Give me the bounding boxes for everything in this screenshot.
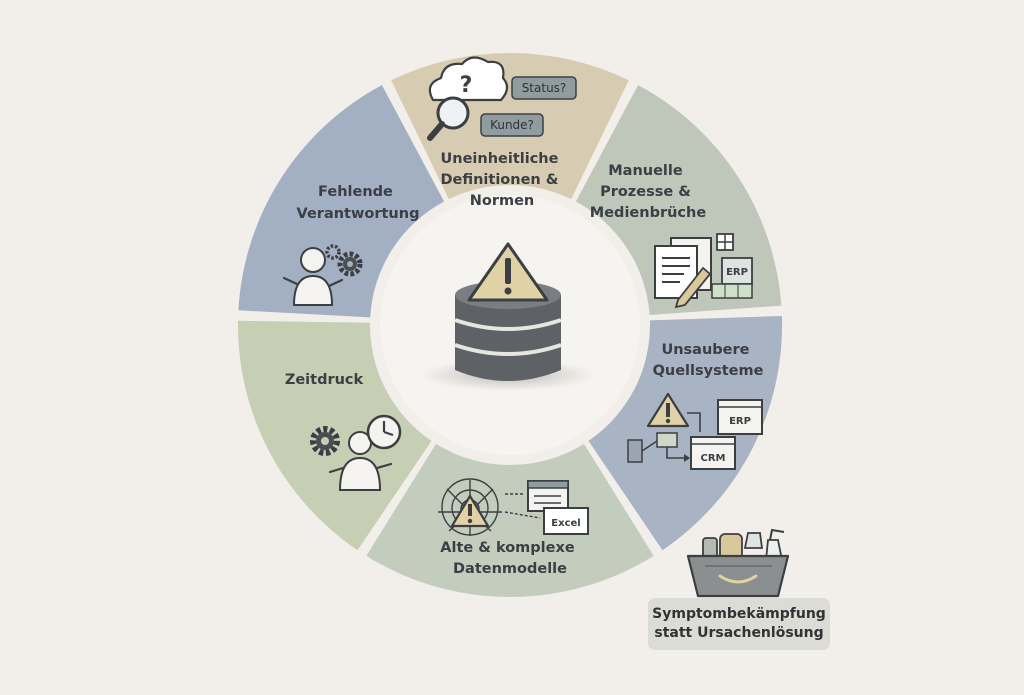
- flow-connector-icon: [627, 412, 701, 463]
- label-datamodels: Alte & komplexe Datenmodelle: [440, 540, 579, 577]
- label-sources: Unsaubere Quellsysteme: [653, 342, 764, 379]
- table-window-icon: [504, 480, 569, 519]
- label-manual-line-1: Manuelle: [608, 163, 683, 179]
- segment-responsibility: [238, 85, 445, 318]
- crm-label: CRM: [701, 453, 726, 464]
- label-sources-line-2: Quellsysteme: [653, 363, 764, 379]
- gear-icon: [310, 426, 340, 456]
- status-bubble: Status?: [511, 76, 577, 100]
- center-database: [420, 242, 596, 391]
- caption-line-1: Symptombekämpfung: [652, 606, 826, 622]
- label-definitions-line-2: Definitionen &: [440, 172, 558, 188]
- erp-window-icon: ERP: [717, 399, 763, 435]
- warning-triangle-icon: [467, 242, 549, 302]
- question-mark: ?: [460, 73, 473, 98]
- label-manual-line-3: Medienbrüche: [590, 205, 707, 221]
- crm-window-icon: CRM: [690, 436, 736, 470]
- erp-label-manual: ERP: [726, 267, 748, 278]
- magnifier-icon: [427, 96, 470, 141]
- label-manual-line-2: Prozesse &: [600, 184, 691, 200]
- label-responsibility: Fehlende Verantwortung: [297, 184, 420, 222]
- caption-line-2: statt Ursachenlösung: [654, 625, 824, 641]
- label-responsibility-line-1: Fehlende: [318, 184, 393, 200]
- warning-triangle-icon: [646, 392, 690, 428]
- person-icon: [282, 247, 344, 306]
- label-definitions: Uneinheitliche Definitionen & Normen: [440, 151, 563, 209]
- cloud-question-icon: ?: [428, 56, 509, 102]
- segment-data-models: [366, 443, 654, 597]
- label-timepressure: Zeitdruck: [285, 372, 364, 388]
- label-definitions-line-1: Uneinheitliche: [440, 151, 558, 167]
- label-sources-line-1: Unsaubere: [661, 342, 749, 358]
- kunde-bubble-text: Kunde?: [490, 118, 534, 132]
- label-definitions-line-3: Normen: [470, 193, 535, 209]
- cleaning-basket-icon: [686, 528, 790, 598]
- label-datamodels-line-2: Datenmodelle: [453, 561, 567, 577]
- excel-icon: Excel: [543, 507, 589, 535]
- kunde-bubble: Kunde?: [480, 113, 544, 137]
- label-responsibility-line-2: Verantwortung: [297, 206, 420, 222]
- erp-grid-icon: ERP: [711, 233, 753, 299]
- segment-source-systems: [588, 316, 783, 551]
- warning-triangle-icon: [450, 494, 490, 528]
- clock-icon: [366, 414, 402, 450]
- erp-label-sources: ERP: [729, 416, 751, 427]
- symptom-caption: Symptombekämpfung statt Ursachenlösung: [648, 598, 830, 650]
- label-timepressure-line-1: Zeitdruck: [285, 372, 364, 388]
- person-icon: [328, 431, 393, 491]
- document-pen-icon: [654, 237, 712, 309]
- excel-label: Excel: [551, 518, 580, 529]
- label-manual: Manuelle Prozesse & Medienbrüche: [590, 163, 707, 221]
- label-datamodels-line-1: Alte & komplexe: [440, 540, 575, 556]
- gear-icon: [325, 244, 363, 277]
- status-bubble-text: Status?: [522, 81, 567, 95]
